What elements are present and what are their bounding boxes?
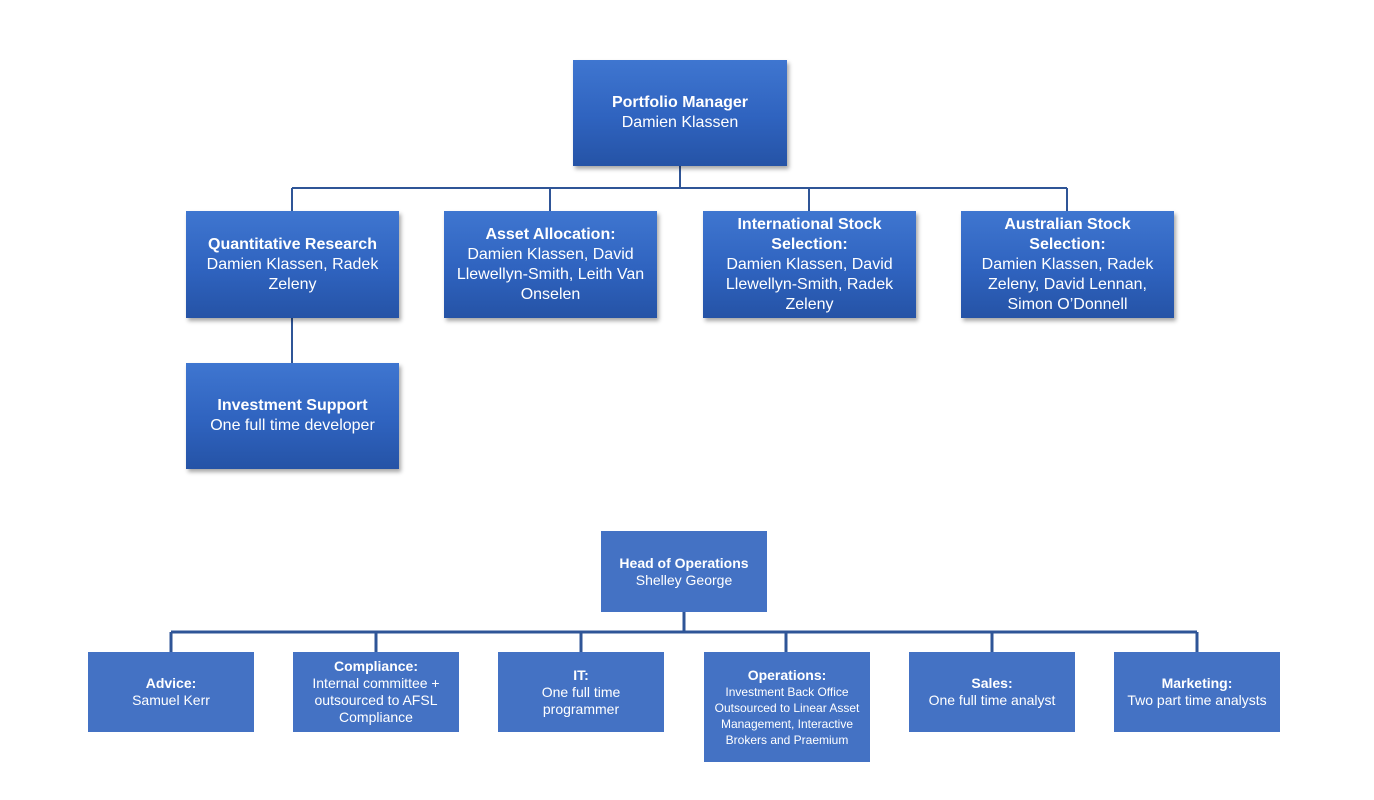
it-title: IT: xyxy=(573,666,589,683)
quant-research-title: Quantitative Research xyxy=(208,235,377,253)
compliance-box: Compliance: Internal committee + outsour… xyxy=(293,652,459,732)
intl-stock-box: International Stock Selection: Damien Kl… xyxy=(703,211,916,318)
intl-stock-title: International Stock Selection: xyxy=(737,215,882,253)
aus-stock-title: Australian Stock Selection: xyxy=(1004,215,1131,253)
operations-title: Operations: xyxy=(747,666,827,683)
sales-title: Sales: xyxy=(971,675,1013,691)
advice-box: Advice: Samuel Kerr xyxy=(88,652,254,732)
quant-research-box: Quantitative Research Damien Klassen, Ra… xyxy=(186,211,399,318)
marketing-box: Marketing: Two part time analysts xyxy=(1114,652,1280,732)
quant-research-name: Damien Klassen, Radek Zeleny xyxy=(206,255,379,293)
advice-name: Samuel Kerr xyxy=(132,692,210,708)
marketing-title: Marketing: xyxy=(1161,675,1233,691)
head-ops-name: Shelley George xyxy=(635,571,733,588)
intl-stock-name: Damien Klassen, David Llewellyn-Smith, R… xyxy=(725,255,894,313)
asset-allocation-box: Asset Allocation: Damien Klassen, David … xyxy=(444,211,657,318)
investment-support-title: Investment Support xyxy=(217,397,368,414)
portfolio-manager-name: Damien Klassen xyxy=(621,114,739,131)
sales-box: Sales: One full time analyst xyxy=(909,652,1075,732)
portfolio-manager-box: Portfolio Manager Damien Klassen xyxy=(573,60,787,166)
compliance-title: Compliance: xyxy=(333,658,418,674)
it-name: One full time programmer xyxy=(541,683,621,717)
head-ops-box: Head of Operations Shelley George xyxy=(601,531,767,612)
sales-name: One full time analyst xyxy=(928,692,1056,708)
portfolio-manager-title: Portfolio Manager xyxy=(611,94,748,111)
asset-allocation-title: Asset Allocation: xyxy=(485,225,616,243)
it-box: IT: One full time programmer xyxy=(498,652,664,732)
marketing-name: Two part time analysts xyxy=(1127,692,1267,708)
operations-name: Investment Back Office Outsourced to Lin… xyxy=(714,684,860,747)
asset-allocation-name: Damien Klassen, David Llewellyn-Smith, L… xyxy=(456,245,645,303)
operations-connectors xyxy=(169,612,1199,652)
investment-connectors xyxy=(291,166,1068,363)
aus-stock-name: Damien Klassen, Radek Zeleny, David Lenn… xyxy=(981,255,1154,313)
operations-box: Operations: Investment Back Office Outso… xyxy=(704,652,870,762)
advice-title: Advice: xyxy=(145,675,197,691)
compliance-name: Internal committee + outsourced to AFSL … xyxy=(312,675,440,725)
investment-support-name: One full time developer xyxy=(210,417,375,434)
investment-support-box: Investment Support One full time develop… xyxy=(186,363,399,469)
head-ops-title: Head of Operations xyxy=(619,554,749,571)
aus-stock-box: Australian Stock Selection: Damien Klass… xyxy=(961,211,1174,318)
